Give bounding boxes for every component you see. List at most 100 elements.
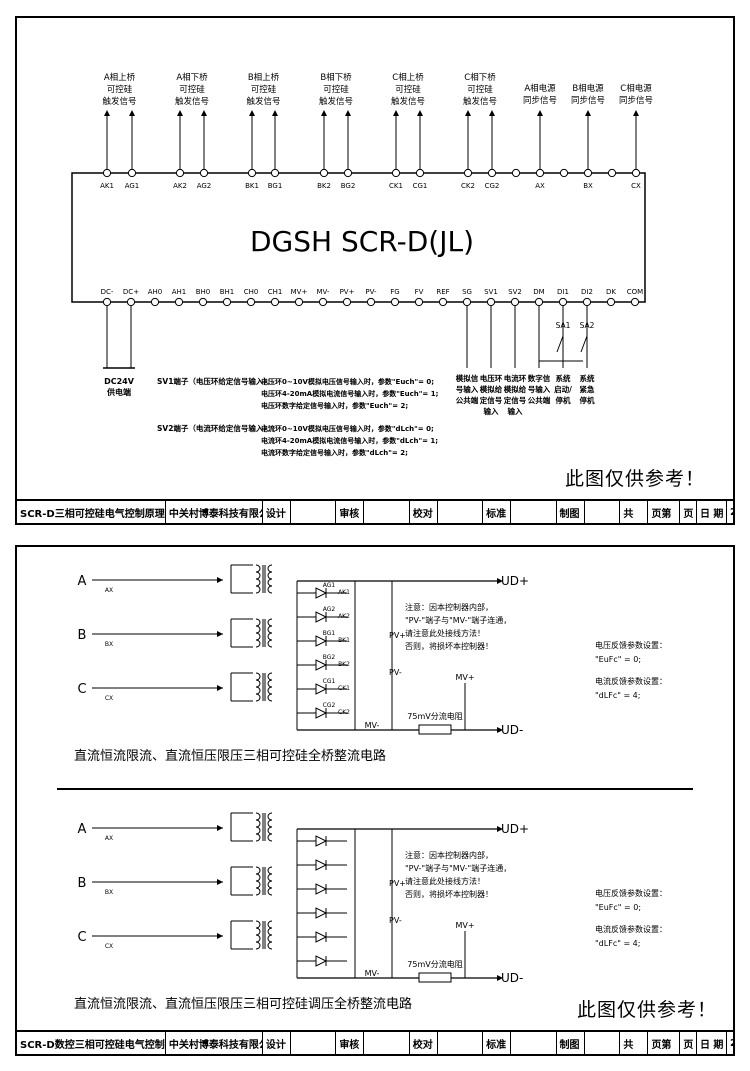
company-name: 中关村博泰科技有限公司: [166, 1032, 263, 1054]
pin-terminal: [390, 297, 400, 307]
pv-minus-label: PV-: [389, 916, 402, 925]
pin-label: AH1: [172, 288, 187, 296]
signal-arrow-icon: [537, 110, 543, 116]
coil-secondary: [267, 632, 273, 641]
feedback-param-note: 电流反馈参数设置：: [595, 924, 667, 934]
shunt-label: 75mV分流电阻: [407, 711, 462, 721]
pin-label: SV2: [508, 288, 522, 296]
trigger-signal-label: 可控硅: [395, 84, 421, 95]
coil-secondary: [267, 618, 273, 627]
circuit-caption: 直流恒流限流、直流恒压限压三相可控硅调压全桥整流电路: [74, 996, 412, 1012]
signal-arrow-icon: [633, 110, 639, 116]
pin-label: PV+: [340, 288, 355, 296]
feedback-param-note: "EuFc" = 0;: [595, 655, 641, 664]
coil-secondary: [267, 887, 273, 896]
pin-label: PV-: [365, 288, 377, 296]
sync-signal-label: C相电源: [620, 83, 652, 94]
feedback-param-note: 电流反馈参数设置：: [595, 676, 667, 686]
pin-label: REF: [436, 288, 449, 296]
mv-minus-label: MV-: [365, 721, 380, 730]
pin-terminal: [270, 168, 280, 178]
coil-secondary: [267, 927, 273, 936]
standard-label: 标准: [483, 1032, 512, 1054]
coil-primary: [255, 833, 261, 842]
pin-terminal: [294, 297, 304, 307]
pin-label: BH1: [220, 288, 235, 296]
pin-label: BG2: [341, 182, 356, 190]
wiring-warning-note: "PV-"端子与"MV-"端子连通，: [405, 863, 511, 873]
spacer: [573, 318, 574, 319]
pin-terminal: [318, 297, 328, 307]
proof-field: [438, 1032, 484, 1054]
pin-terminal: [174, 297, 184, 307]
drawing-title: SCR-D数控三相可控硅电气控制原理图-4: [17, 1032, 166, 1054]
ud-minus-label: UD-: [501, 971, 523, 985]
pin-label: FG: [390, 288, 399, 296]
phase-pin-label: CX: [105, 695, 113, 702]
switch-label: SA2: [580, 321, 595, 330]
coil-primary: [255, 625, 261, 634]
scr-cathode-label: CK2: [338, 709, 350, 716]
page-label-2: 页: [680, 501, 697, 523]
trigger-signal-label: 触发信号: [319, 96, 353, 107]
pin-terminal: [558, 297, 568, 307]
pin-label: COM: [627, 288, 643, 296]
signal-arrow-icon: [489, 110, 495, 116]
pin-label: CG2: [485, 182, 500, 190]
pin-label: SV1: [484, 288, 498, 296]
trigger-signal-label: B相上桥: [248, 72, 280, 83]
ud-plus-label: UD+: [501, 822, 529, 836]
coil-secondary: [267, 833, 273, 842]
coil-primary: [255, 927, 261, 936]
pin-terminal: [175, 168, 185, 178]
pin-label: DI2: [581, 288, 593, 296]
pin-label: DK: [606, 288, 616, 296]
company-name: 中关村博泰科技有限公司: [166, 501, 263, 523]
terminal-note: 电压环: [480, 373, 503, 383]
bridge-diode: [315, 859, 328, 871]
terminal-note: 数字信: [528, 373, 551, 383]
pin-terminal: [630, 297, 640, 307]
scr-gate-label: AG1: [323, 582, 336, 589]
pin-label: AG1: [125, 182, 140, 190]
pin-terminal: [534, 297, 544, 307]
phase-label: B: [78, 628, 87, 643]
draw-field: [585, 1032, 621, 1054]
total-pages-label: 共: [620, 501, 649, 523]
sync-signal-label: A相电源: [524, 83, 556, 94]
sync-signal-label: 同步信号: [571, 95, 605, 106]
terminal-note: 输入: [484, 406, 499, 416]
wiring-warning-note: 否则，将损坏本控制器！: [405, 889, 493, 899]
arrow-right-icon: [217, 825, 223, 831]
phase-label: A: [78, 574, 87, 589]
wiring-warning-note: 请注意此处接线方法！: [405, 876, 485, 886]
coil-secondary: [267, 625, 273, 634]
signal-arrow-icon: [249, 110, 255, 116]
pin-terminal: [487, 168, 497, 178]
standard-field: [511, 501, 557, 523]
terminal-note: 紧急: [580, 384, 595, 394]
shunt-resistor: [418, 724, 452, 735]
sv2-note: 电流环0~10V模拟电压信号输入时，参数"dLch"= 0;: [261, 424, 434, 433]
bridge-diode: [315, 907, 328, 919]
draw-label: 制图: [557, 1032, 585, 1054]
date-label: 日 期: [697, 1032, 727, 1054]
circuit-caption: 直流恒流限流、直流恒压限压三相可控硅全桥整流电路: [74, 748, 386, 764]
ud-plus-label: UD+: [501, 574, 529, 588]
coil-secondary: [267, 880, 273, 889]
mv-minus-label: MV-: [365, 969, 380, 978]
pin-label: DI1: [557, 288, 569, 296]
coil-secondary: [267, 686, 273, 695]
dc-supply-label: DC24V: [104, 377, 135, 386]
coil-secondary: [267, 934, 273, 943]
switch-label: SA1: [556, 321, 571, 330]
title-block: SCR-D三相可控硅电气控制原理图-3 中关村博泰科技有限公司 设计 审核 校对…: [17, 499, 733, 523]
signal-arrow-icon: [272, 110, 278, 116]
review-field: [364, 501, 410, 523]
pin-terminal: [247, 168, 257, 178]
trigger-signal-label: 触发信号: [391, 96, 425, 107]
scr-cathode-label: BK2: [338, 661, 350, 668]
switch-contact: [556, 335, 564, 353]
design-field: [291, 501, 337, 523]
